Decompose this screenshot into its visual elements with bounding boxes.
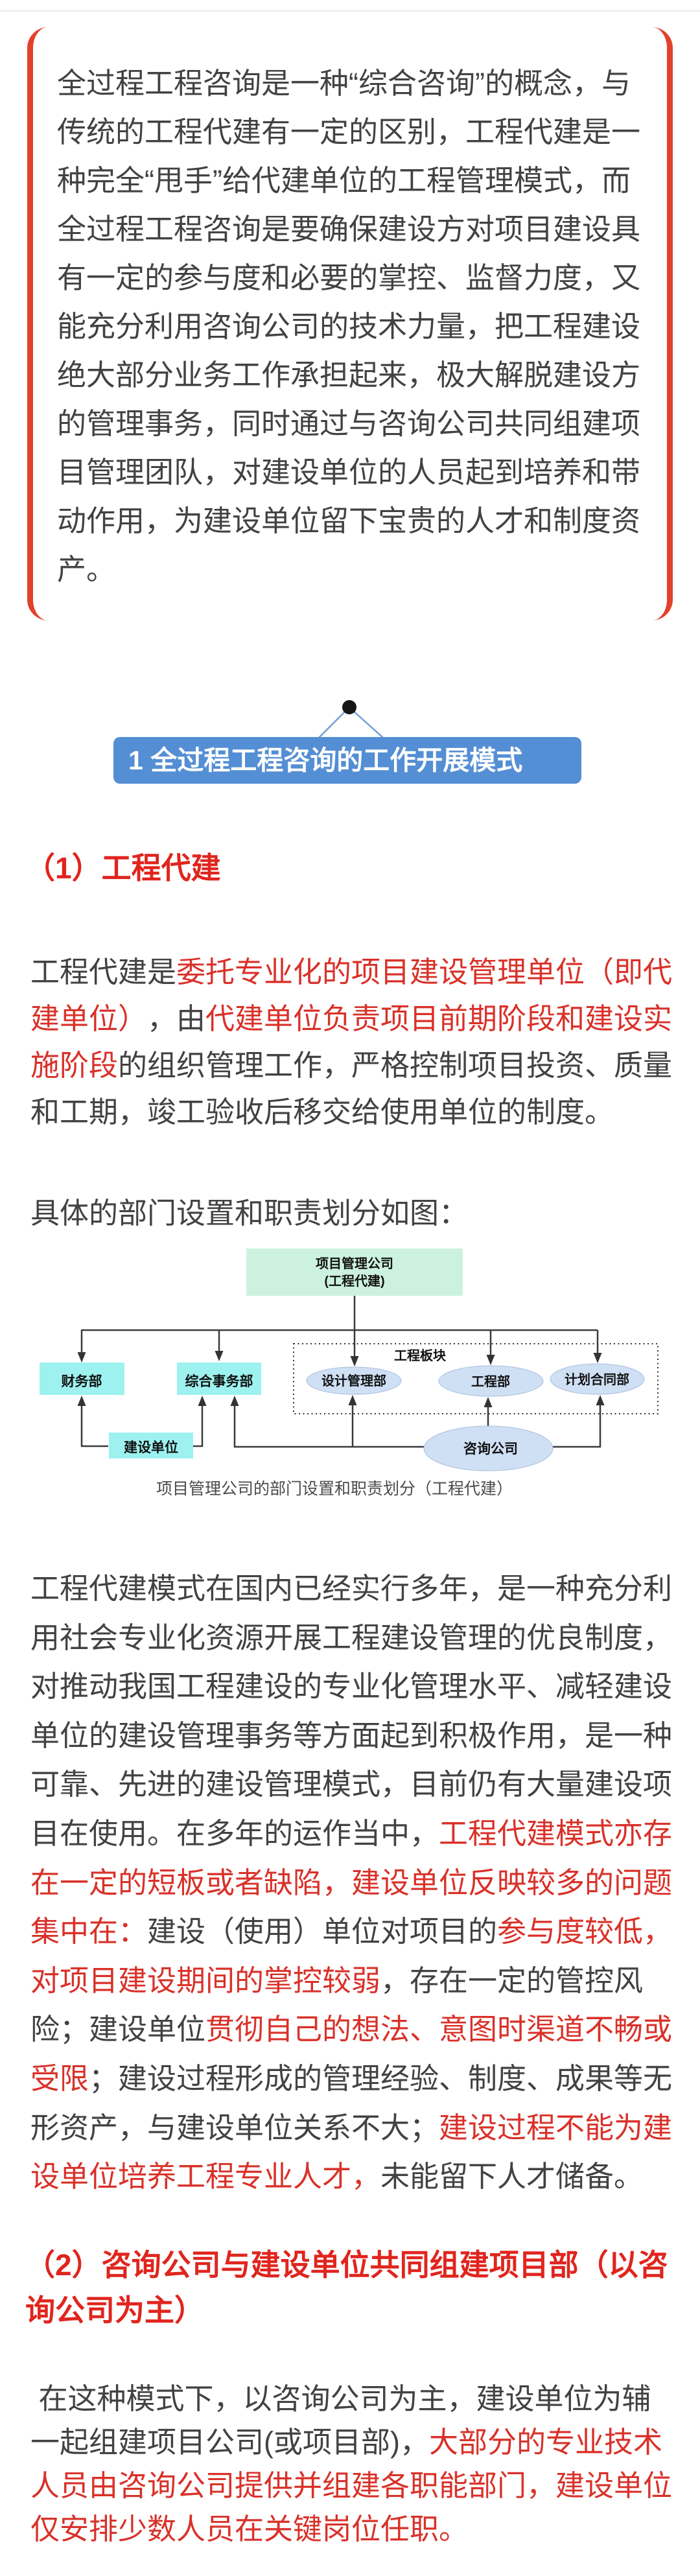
svg-text:项目管理公司: 项目管理公司 [316, 1256, 393, 1271]
svg-text:(工程代建): (工程代建) [324, 1273, 384, 1289]
svg-text:财务部: 财务部 [62, 1374, 102, 1389]
svg-text:工程板块: 工程板块 [394, 1348, 447, 1363]
svg-text:计划合同部: 计划合同部 [565, 1372, 629, 1387]
svg-text:设计管理部: 设计管理部 [321, 1373, 386, 1388]
svg-text:咨询公司: 咨询公司 [463, 1441, 518, 1457]
svg-text:综合事务部: 综合事务部 [185, 1374, 253, 1389]
svg-text:工程部: 工程部 [471, 1374, 510, 1389]
svg-text:建设单位: 建设单位 [124, 1440, 178, 1455]
